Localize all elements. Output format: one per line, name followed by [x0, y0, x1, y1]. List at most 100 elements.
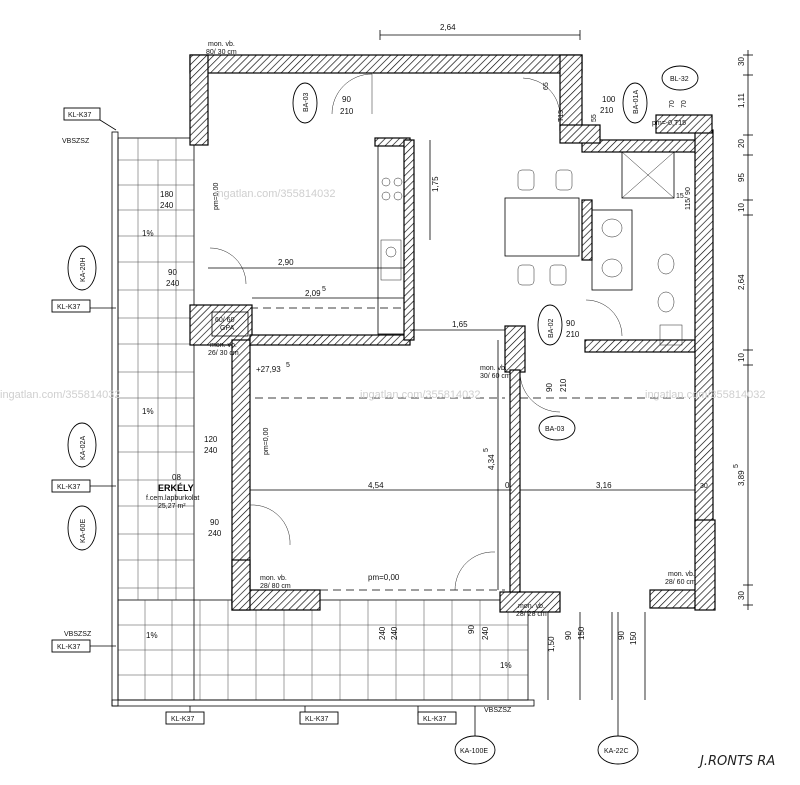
annotation-text: mon. vb. 80/ 30 cm mon. vb. 28/ 80 cm mo… [57, 41, 708, 723]
window-h-2: 240 [204, 446, 218, 455]
r15-label: 15 [676, 193, 684, 200]
balcony-name: ERKÉLY [158, 483, 194, 493]
vbszsz-top: VBSZSZ [62, 138, 90, 145]
dim-bottom-90c: 90 [467, 625, 476, 634]
seventy-label: 70 [669, 100, 676, 108]
dim-height-175: 1,75 [431, 176, 440, 192]
window-code-6: KA-22C [604, 748, 629, 755]
monvb-bottom-size: 28/ 80 cm [260, 583, 291, 590]
dim-right-95: 95 [737, 173, 746, 182]
monvb-top: mon. vb. [208, 41, 235, 48]
monvb-right: mon. vb. [480, 365, 507, 372]
kl-tag-3: KL-K37 [57, 484, 80, 491]
dim-right-111: 1,11 [737, 92, 746, 108]
ba-70-label: 70 [681, 100, 688, 108]
gpa-name: GPA [220, 325, 235, 332]
pct-2: 1% [142, 407, 154, 416]
dim-width-454: 4,54 [368, 481, 384, 490]
dim-right-389: 3,89 [737, 470, 746, 486]
dimension-text: 2,64 2,90 2,09 5 1,65 4,54 3,16 0 1,75 4… [278, 23, 746, 652]
pct-4: 1% [500, 661, 512, 670]
zero-label: 0 [505, 481, 510, 490]
r-30-label: 30 [700, 483, 708, 490]
dimension-lines [208, 30, 753, 700]
balcony-area: 25,27 m² [158, 503, 186, 510]
sixtyfive-label: 65 [543, 82, 550, 90]
dim-bottom-90b: 90 [617, 631, 626, 640]
dim-right-20: 20 [737, 139, 746, 148]
window-code-3: KA-60E [80, 519, 87, 543]
signature: J.RONTS RA [697, 754, 775, 769]
door-swings [209, 73, 623, 591]
t15-label: T15 [558, 110, 565, 122]
dim-height-434: 4,34 [487, 454, 496, 470]
window-h-1: 240 [166, 279, 180, 288]
monvb-top-size: 80/ 30 cm [206, 49, 237, 56]
watermark-2: ingatlan.com/355814032 [360, 389, 480, 401]
gpa-size: 60/ 60 [215, 317, 235, 324]
door-h-2: 210 [600, 106, 614, 115]
dim-bottom-150b: 150 [577, 626, 586, 640]
fiftyfive-label: 55 [591, 114, 598, 122]
door-code-3: BA-02 [548, 318, 555, 338]
dim-right-264: 2,64 [737, 274, 746, 290]
right-115-label: 115/ 90 [685, 187, 692, 210]
door-h-3: 210 [566, 330, 580, 339]
window-w-2: 120 [204, 435, 218, 444]
window-h-4: 240 [160, 201, 174, 210]
pct-1: 1% [142, 229, 154, 238]
balcony-floor: f.cem.lapburkolat [146, 495, 199, 502]
monvb-bb-size: 28/ 28 cm [516, 611, 547, 618]
dim-right-10b: 10 [737, 353, 746, 362]
bl-code: BL-32 [670, 76, 689, 83]
window-w-1: 90 [168, 268, 177, 277]
bathroom-fixtures [591, 151, 683, 346]
monvb-bb: mon. vb. [518, 603, 545, 610]
window-w-3: 90 [210, 518, 219, 527]
dim-right-30a: 30 [737, 57, 746, 66]
door-code-1: BA-03 [303, 92, 310, 112]
door-w-2: 100 [602, 95, 616, 104]
door-w-1: 90 [342, 95, 351, 104]
leader-lines [90, 119, 619, 740]
balcony-tiling [111, 131, 535, 707]
kl-tag-1: KL-K37 [68, 112, 91, 119]
balcony-no: 08 [172, 473, 181, 482]
level-275: +27,93 [256, 365, 281, 374]
watermarks: ingatlan.com/355814032 ingatlan.com/3558… [0, 188, 765, 401]
dim-height-434-sup: 5 [483, 448, 490, 452]
tag-shapes [51, 65, 699, 765]
dim-right-389-sup: 5 [733, 464, 740, 468]
monvb-left-size: 26/ 30 cm [208, 350, 239, 357]
dim-width-316: 3,16 [596, 481, 612, 490]
window-h-3: 240 [208, 529, 222, 538]
dim-top-width: 2,64 [440, 23, 456, 32]
monvb-left: mon. vb. [210, 342, 237, 349]
pm-top: pm=0,00 [213, 182, 220, 210]
dim-room-width-2: 2,09 [305, 289, 321, 298]
window-code-5: KA-100E [460, 748, 488, 755]
kl-tag-b3: KL-K37 [423, 716, 446, 723]
door-code-2: BA-01A [633, 90, 640, 114]
dim-room-width-1: 2,90 [278, 258, 294, 267]
kitchen-unit [377, 145, 405, 335]
door-h-1: 210 [340, 107, 354, 116]
level-275-sup: 5 [286, 362, 290, 369]
dim-bottom-150c: 150 [629, 631, 638, 645]
kl-tag-2: KL-K37 [57, 304, 80, 311]
dim-bottom-240b: 240 [390, 626, 399, 640]
door-code-4: BA-03 [545, 426, 565, 433]
window-w-4: 180 [160, 190, 174, 199]
pm-main: pm=0,00 [368, 573, 400, 582]
watermark-1: ingatlan.com/355814032 [215, 188, 335, 200]
door-window-text: BA-03 90 210 BA-01A 100 210 BA-02 90 210… [80, 76, 689, 755]
dim-bottom-150a: 1,50 [547, 636, 556, 652]
vbszsz-bottom: VBSZSZ [484, 707, 512, 714]
door-w-3: 90 [566, 319, 575, 328]
watermark-3: ingatlan.com/355814032 [0, 389, 120, 401]
door-w-4: 90 [545, 383, 554, 392]
kl-tag-4: KL-K37 [57, 644, 80, 651]
dining-table [504, 169, 580, 286]
monvb-right-size: 30/ 60 cm [480, 373, 511, 380]
